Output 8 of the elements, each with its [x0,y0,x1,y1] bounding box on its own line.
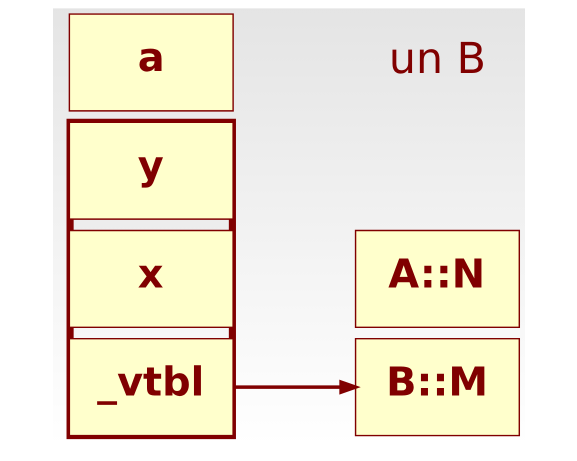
arrow [232,380,360,395]
node-box: y [68,122,234,220]
node-box: a [68,13,234,112]
node-box: _vtbl [68,338,234,436]
node-box: B::M [354,338,520,436]
node-box: A::N [354,230,520,328]
node-box: x [68,230,234,328]
label: un B [388,34,486,84]
